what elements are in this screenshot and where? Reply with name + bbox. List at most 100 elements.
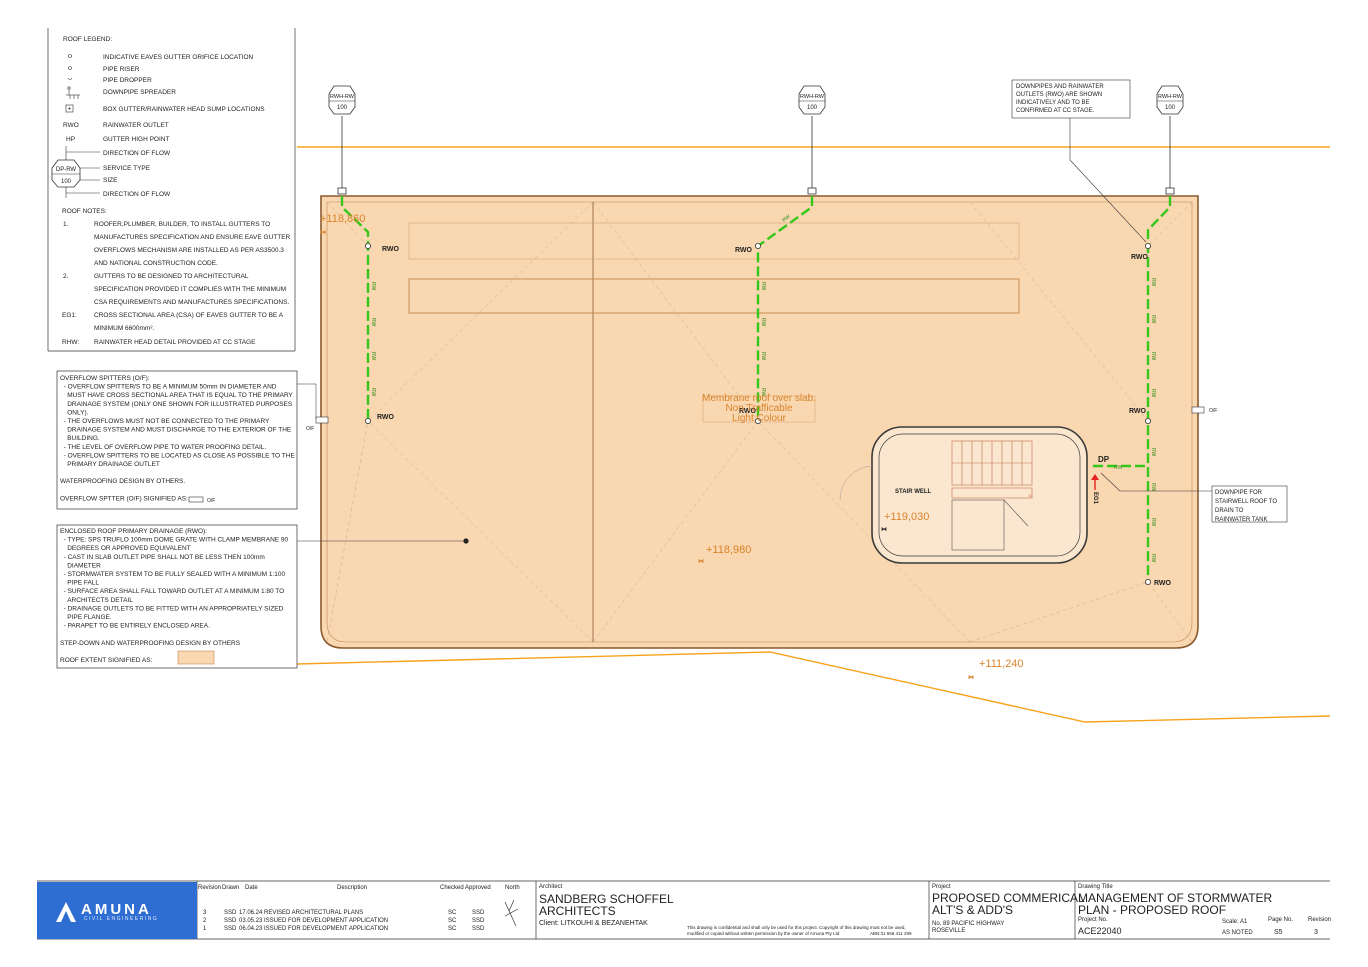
note-line: ONLY). — [60, 409, 89, 416]
legend-item: SIZE — [103, 177, 118, 184]
rwo-label: RWO — [1131, 254, 1149, 261]
legend-item: SERVICE TYPE — [103, 165, 151, 172]
svg-text:⧓: ⧓ — [698, 559, 704, 565]
revision-date: 17.06.24 — [239, 910, 263, 916]
revision-drawn: SSD — [224, 918, 237, 924]
rw-label: RW — [1150, 352, 1156, 361]
site-boundary — [296, 146, 1331, 723]
overflow-spitters-note: OVERFLOW SPITTERS (O/F): - OVERFLOW SPIT… — [56, 370, 317, 510]
rev-header-drawn: Drawn — [222, 885, 240, 891]
project-label: Project — [932, 884, 951, 890]
legend-item: INDICATIVE EAVES GUTTER ORIFICE LOCATION — [103, 54, 254, 61]
membrane-line: Light Colour — [732, 413, 787, 424]
rw-label: RW — [1150, 483, 1156, 492]
rwo-label: RWO — [739, 408, 757, 415]
scale-value: AS NOTED — [1222, 930, 1253, 936]
note-line: - PARAPET TO BE ENTIRELY ENCLOSED AREA. — [60, 623, 210, 630]
rw-label: RW — [1150, 554, 1156, 563]
stair-well-label: STAIR WELL — [895, 489, 932, 495]
rev-header-description: Description — [337, 885, 368, 891]
revision-desc: ISSUED FOR DEVELOPMENT APPLICATION — [264, 926, 389, 932]
note-line: AND NATIONAL CONSTRUCTION CODE. — [94, 260, 218, 267]
membrane-line: Non Trafficable — [725, 403, 793, 414]
stairwell-downpipe-note: DOWNPIPE FOR STAIRWELL ROOF TO DRAIN TO … — [1100, 472, 1288, 523]
rw-label: RW — [370, 318, 376, 327]
legend-item: PIPE RISER — [103, 66, 140, 73]
svg-text:ENCLOSED ROOF PRIMARY DRAINAGE: ENCLOSED ROOF PRIMARY DRAINAGE (RWO): - … — [60, 528, 289, 664]
rw-label: RW — [760, 388, 766, 397]
revision-label: Revision — [1308, 917, 1332, 923]
rwh-type: RWH-RW — [800, 94, 825, 100]
note-line: ENCLOSED ROOF PRIMARY DRAINAGE (RWO): — [60, 528, 207, 535]
note-line: WATERPROOFING DESIGN BY OTHERS. — [60, 478, 185, 485]
note-line: DRAINAGE SYSTEM AND MUST DISCHARGE TO TH… — [60, 427, 292, 434]
revision-approved: SSD — [472, 926, 485, 932]
note-line: ROOFER,PLUMBER, BUILDER, TO INSTALL GUTT… — [94, 221, 270, 228]
note-line: - STORMWATER SYSTEM TO BE FULLY SEALED W… — [60, 571, 286, 578]
revision-number: 3 — [1314, 929, 1318, 936]
scale-label: Scale: A1 — [1222, 919, 1248, 925]
architect-name: SANDBERG SCHOFFEL — [539, 892, 674, 906]
rw-label: RW — [1114, 465, 1123, 471]
note-line: PIPE FLANGE. — [60, 614, 112, 621]
note-line: DRAINAGE SYSTEM (ONLY ONE SHOWN FOR ILLU… — [60, 401, 293, 408]
rwo-label: RWO — [1129, 408, 1147, 415]
rwo-labels: RWO RWO RWO RWO RWO RWO RWO — [377, 246, 1172, 587]
note-line: CONFIRMED AT CC STAGE. — [1016, 108, 1095, 114]
roof-legend: ROOF LEGEND: INDICATIVE EAVES GUTTER ORI… — [47, 28, 296, 352]
rw-label: RW — [760, 282, 766, 291]
revision-approved: SSD — [472, 910, 485, 916]
drawing-title-label: Drawing Title — [1078, 884, 1113, 890]
svg-text:OVERFLOW SPITTERS (O/F): - OV: OVERFLOW SPITTERS (O/F): - OVERFLOW SPIT… — [60, 375, 295, 502]
rwo-label: RWO — [735, 247, 753, 254]
legend-item: RAINWATER OUTLET — [103, 122, 169, 129]
level-label: +119,030 — [884, 511, 929, 523]
rw-label: RW — [1150, 448, 1156, 457]
rw-label: RW — [1150, 518, 1156, 527]
legend-title: ROOF LEGEND: — [63, 36, 112, 43]
note-line: MANUFACTURES SPECIFICATION AND ENSURE EA… — [94, 234, 291, 241]
level-label: +118,980 — [706, 544, 751, 556]
revision-desc: ISSUED FOR DEVELOPMENT APPLICATION — [264, 918, 389, 924]
enclosed-roof-note: ENCLOSED ROOF PRIMARY DRAINAGE (RWO): - … — [56, 524, 469, 669]
disclaimer: modified or copied without written permi… — [687, 931, 840, 936]
revision-drawn: SSD — [224, 926, 237, 932]
revision-checked: SC — [448, 910, 457, 916]
amuna-logo-mark — [56, 902, 76, 922]
note-line: CROSS SECTIONAL AREA (CSA) OF EAVES GUTT… — [94, 312, 284, 319]
note-line: MUST HAVE CROSS SECTIONAL AREA THAT IS E… — [60, 392, 294, 399]
legend-item: BOX GUTTER/RAINWATER HEAD SUMP LOCATIONS — [103, 106, 265, 113]
note-line: OVERFLOW SPTTER (O/F) SIGNIFIED AS: — [60, 495, 188, 502]
note-line: - OVERFLOW SPITTERS TO BE LOCATED AS CLO… — [60, 452, 295, 459]
spot-levels: +118,860 +118,980 +119,030 +111,240 — [320, 213, 1024, 670]
rev-header-revision: Revision — [198, 885, 222, 891]
note-line: MINIMUM 6600mm². — [94, 325, 155, 332]
membrane-note: Membrane roof over slab. Non Trafficable… — [702, 393, 816, 424]
note-line: PRIMARY DRAINAGE OUTLET — [60, 461, 160, 468]
disclaimer: This drawing is confidential and shall o… — [687, 925, 906, 930]
svg-text:⧓: ⧓ — [968, 675, 974, 681]
svg-text:⧓: ⧓ — [320, 230, 326, 236]
note-num: 1. — [63, 221, 69, 228]
note-line: BUILDING. — [60, 435, 100, 442]
overflow-markers: O/F O/F — [306, 406, 1217, 432]
architect-label: Architect — [539, 884, 563, 890]
note-line: GUTTERS TO BE DESIGNED TO ARCHITECTURAL — [94, 273, 249, 280]
drawing-title: MANAGEMENT OF STORMWATER — [1078, 891, 1273, 905]
overflow-label: O/F — [306, 426, 314, 432]
note-line: DEGREES OR APPROVED EQUIVALENT — [60, 545, 191, 552]
risers — [337, 116, 1175, 195]
note-line: - OVERFLOW SPITTER/S TO BE A MINIMUM 50m… — [60, 384, 277, 391]
note-line: ARCHITECTS DETAIL — [60, 597, 133, 604]
abn: ABN:31 658 411 299 — [870, 931, 912, 936]
rwo-nodes — [364, 242, 1152, 586]
note-line: RAINWATER HEAD DETAIL PROVIDED AT CC STA… — [94, 339, 256, 346]
rwh-size: 100 — [337, 105, 348, 111]
project-address: No. 89 PACIFIC HIGHWAY — [932, 921, 1005, 927]
stair-well — [839, 426, 1088, 564]
revision-checked: SC — [448, 918, 457, 924]
downpipe-marker: DP EG1 — [1091, 455, 1110, 505]
revision-date: 06.04.23 — [239, 926, 263, 932]
note-line: CSA REQUIREMENTS AND MANUFACTURES SPECIF… — [94, 299, 289, 306]
